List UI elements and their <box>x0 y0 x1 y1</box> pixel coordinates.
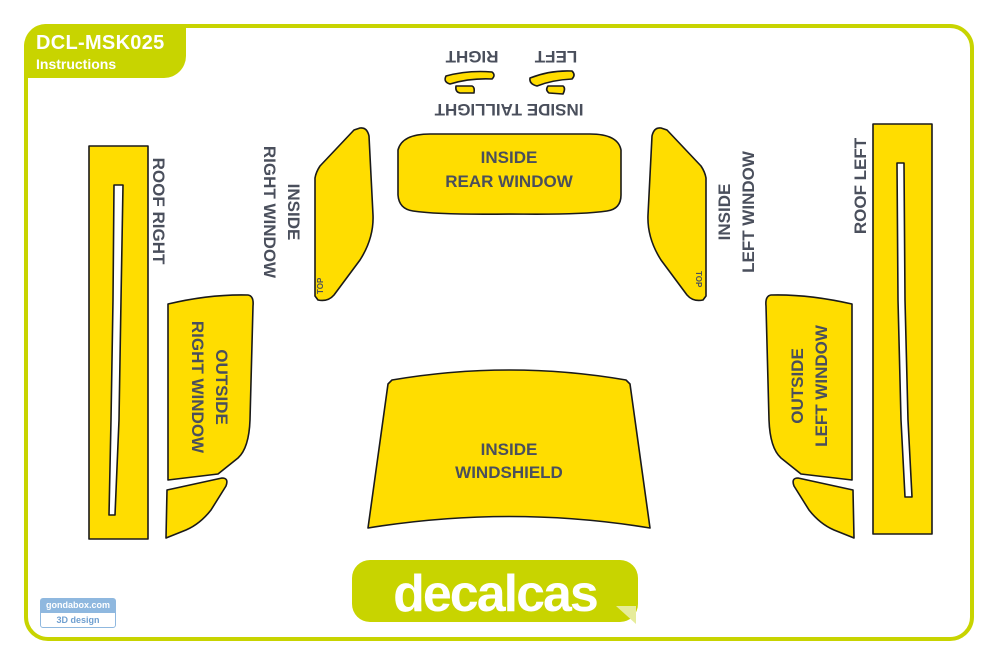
outside-right-window-mask <box>167 294 254 481</box>
taillight-right-upper-mask <box>444 70 495 85</box>
inside-right-window-label-2: RIGHT WINDOW <box>260 146 279 279</box>
inside-windshield-label-2: WINDSHIELD <box>455 463 563 482</box>
outside-left-window-label-2: LEFT WINDOW <box>812 324 831 447</box>
sheet-subtitle: Instructions <box>36 56 117 72</box>
outside-right-lower-mask <box>165 477 228 539</box>
inside-left-window-label-1: INSIDE <box>715 184 734 241</box>
inside-left-window-label-2: LEFT WINDOW <box>739 150 758 273</box>
top-marker-left: TOP <box>694 271 703 288</box>
taillight-left-label: LEFT <box>534 47 577 66</box>
outside-left-window-mask <box>765 294 853 481</box>
inside-right-window-mask <box>314 127 374 302</box>
roof-left-label: ROOF LEFT <box>851 137 870 234</box>
decalcas-logo: decalcas <box>352 560 638 624</box>
outside-left-lower-mask <box>792 477 855 539</box>
taillight-right-lower-mask <box>455 85 476 94</box>
inside-windshield-label-1: INSIDE <box>481 440 538 459</box>
inside-taillight-label: INSIDE TAILLIGHT <box>434 100 584 119</box>
roof-right-label: ROOF RIGHT <box>149 158 168 265</box>
taillight-right-label: RIGHT <box>445 47 499 66</box>
taillight-left-lower-mask <box>545 85 566 95</box>
roof-right-slot <box>108 184 124 516</box>
inside-left-window-mask <box>647 127 707 302</box>
outside-right-window-label-2: RIGHT WINDOW <box>188 321 207 454</box>
inside-rear-window-label-1: INSIDE <box>481 148 538 167</box>
inside-rear-window-label-2: REAR WINDOW <box>445 172 573 191</box>
credit-design: 3D design <box>40 612 116 628</box>
logo-text: decalcas <box>393 565 597 623</box>
credit-badge: gondabox.com 3D design <box>40 598 116 628</box>
outside-right-window-label-1: OUTSIDE <box>212 349 231 425</box>
product-code: DCL-MSK025 <box>36 32 165 54</box>
outside-left-window-label-1: OUTSIDE <box>788 348 807 424</box>
top-marker-right: TOP <box>316 277 325 294</box>
taillight-left-upper-mask <box>529 70 575 87</box>
inside-windshield-mask <box>367 369 651 529</box>
credit-site: gondabox.com <box>40 598 116 612</box>
header-tab <box>24 24 186 78</box>
inside-right-window-label-1: INSIDE <box>284 184 303 241</box>
roof-left-slot <box>896 162 913 498</box>
inside-rear-window-mask <box>397 133 622 215</box>
